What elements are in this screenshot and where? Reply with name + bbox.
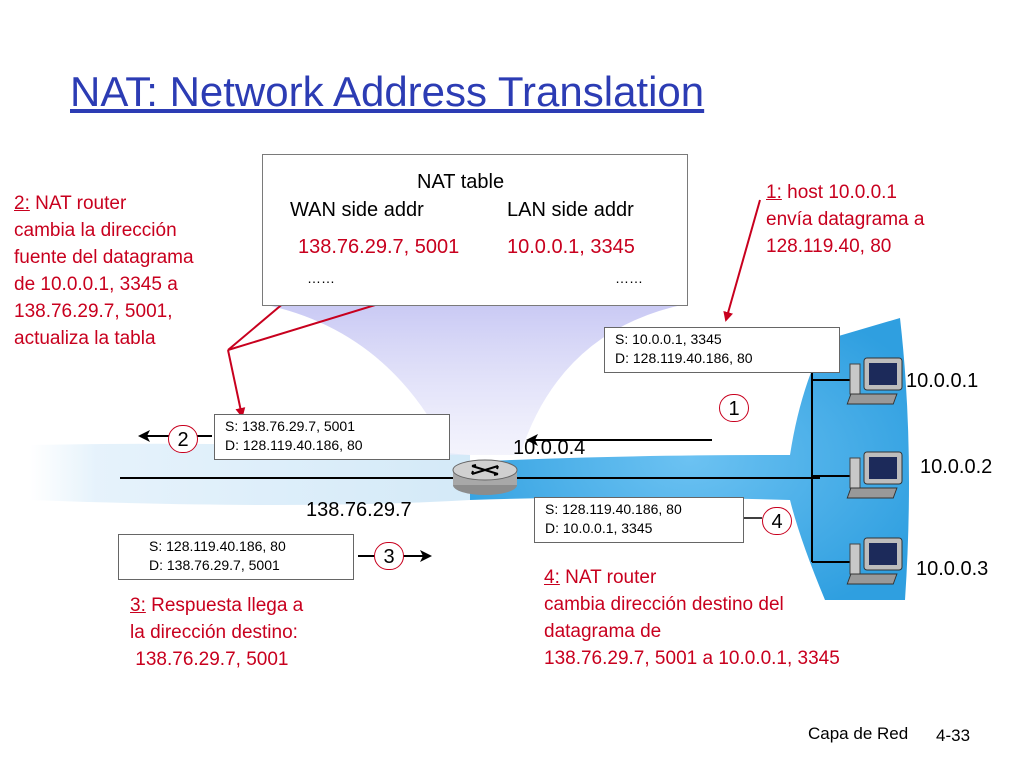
nat-table-header-lan: LAN side addr	[507, 199, 634, 221]
step-number-4: 4	[762, 507, 792, 535]
packet-2-destination: D: 128.119.40.186, 80	[225, 437, 363, 453]
nat-table-wan-value: 138.76.29.7, 5001	[298, 236, 460, 258]
packet-1-destination: D: 128.119.40.186, 80	[615, 350, 753, 366]
note-step4: 4: NAT router cambia dirección destino d…	[544, 567, 840, 669]
note-step2-number: 2:	[14, 193, 30, 214]
footer-page-number: 4-33	[936, 726, 971, 745]
nat-table-title: NAT table	[417, 171, 505, 193]
router-wan-address: 138.76.29.7	[306, 499, 412, 521]
nat-table-wan-more: ……	[307, 270, 335, 286]
router-icon	[452, 459, 518, 495]
note-step3: 3: Respuesta llega a la dirección destin…	[130, 595, 304, 670]
step-number-2: 2	[168, 425, 198, 453]
lan-region	[470, 318, 909, 600]
packet-1: S: 10.0.0.1, 3345 D: 128.119.40.186, 80	[604, 327, 840, 373]
packet-4: S: 128.119.40.186, 80 D: 10.0.0.1, 3345	[534, 497, 744, 543]
packet-2-source: S: 138.76.29.7, 5001	[225, 418, 355, 434]
note-step3-number: 3:	[130, 595, 146, 616]
note-step1: 1: host 10.0.0.1 envía datagrama a 128.1…	[766, 182, 925, 257]
nat-table-header-wan: WAN side addr	[290, 199, 424, 221]
computer-icon-3	[846, 537, 903, 585]
step-number-3: 3	[374, 542, 404, 570]
packet-4-destination: D: 10.0.0.1, 3345	[545, 520, 653, 536]
nat-table	[262, 154, 688, 306]
packet-3: S: 128.119.40.186, 80 D: 138.76.29.7, 50…	[118, 534, 354, 580]
footer-section: Capa de Red	[808, 724, 909, 743]
router-lan-address: 10.0.0.4	[513, 437, 586, 459]
host-2-address: 10.0.0.2	[920, 456, 993, 478]
packet-3-source: S: 128.119.40.186, 80	[149, 538, 286, 554]
step-number-1: 1	[719, 394, 749, 422]
annotation-arrow-step1	[723, 199, 761, 322]
nat-table-lan-more: ……	[615, 270, 643, 286]
packet-1-source: S: 10.0.0.1, 3345	[615, 331, 722, 347]
note-step4-number: 4:	[544, 567, 560, 588]
nat-table-funnel	[262, 304, 686, 455]
nat-table-lan-value: 10.0.0.1, 3345	[507, 236, 635, 258]
slide-title: NAT: Network Address Translation	[70, 68, 705, 115]
packet-2: S: 138.76.29.7, 5001 D: 128.119.40.186, …	[214, 414, 450, 460]
packet-4-source: S: 128.119.40.186, 80	[545, 501, 682, 517]
note-step1-number: 1:	[766, 182, 782, 203]
host-3-address: 10.0.0.3	[916, 558, 989, 580]
computer-icon-1	[846, 357, 903, 405]
annotation-arrow-step2-packet	[227, 349, 246, 418]
note-step2: 2: NAT router cambia la dirección fuente…	[14, 193, 194, 349]
host-1-address: 10.0.0.1	[906, 370, 979, 392]
computer-icon-2	[846, 451, 903, 499]
packet-3-destination: D: 138.76.29.7, 5001	[149, 557, 280, 573]
